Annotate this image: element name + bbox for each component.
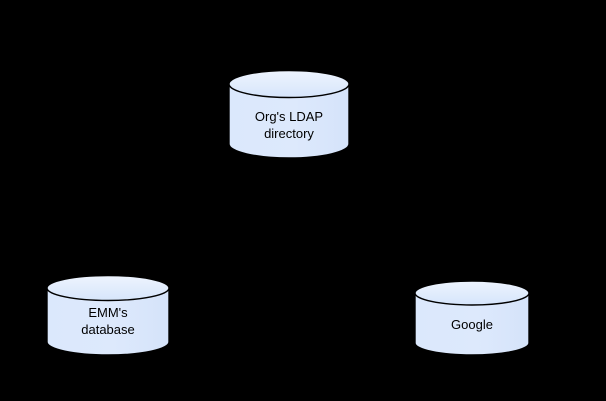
cylinder-shape-icon (228, 69, 350, 159)
cylinder-shape-icon (414, 280, 530, 356)
cylinder-shape-icon (46, 274, 170, 356)
node-emm-database[interactable]: EMM's database (46, 274, 170, 356)
node-org-ldap-directory[interactable]: Org's LDAP directory (228, 69, 350, 159)
node-google[interactable]: Google (414, 280, 530, 356)
